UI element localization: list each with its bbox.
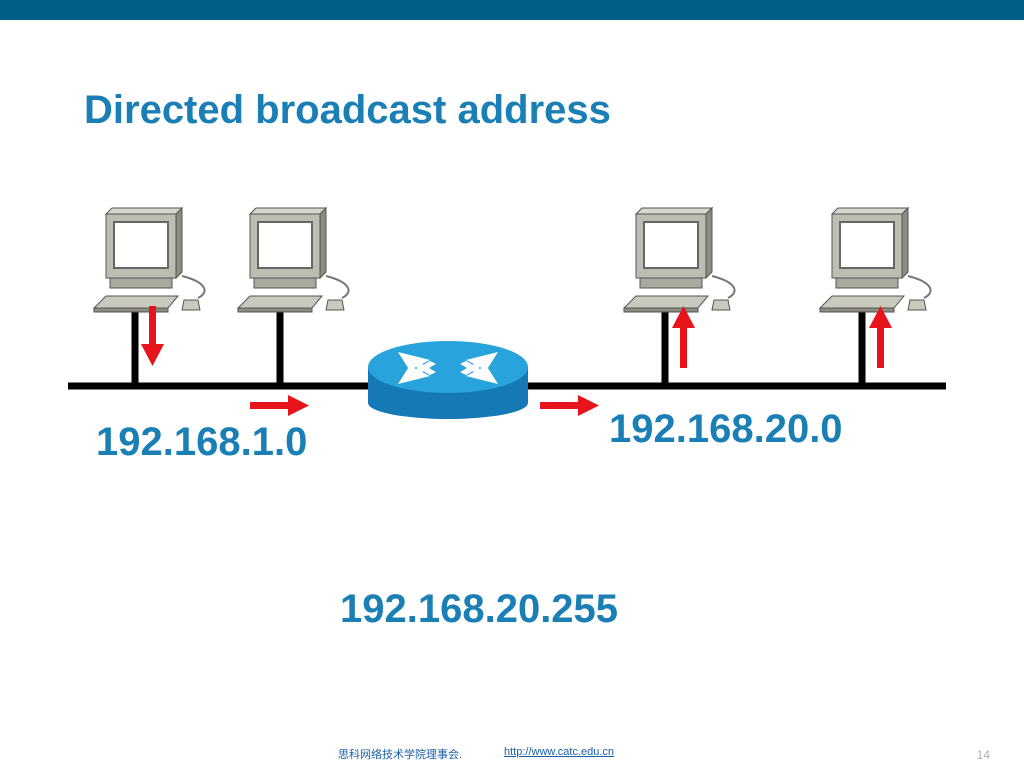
arrow-up-icon bbox=[672, 306, 695, 368]
router-icon bbox=[368, 341, 528, 419]
arrow-right-icon bbox=[250, 395, 309, 416]
network-address-right: 192.168.20.0 bbox=[609, 407, 843, 451]
slide-title: Directed broadcast address bbox=[84, 88, 611, 132]
computer-icon bbox=[623, 207, 736, 313]
page-number: 14 bbox=[976, 748, 990, 762]
computer-icon bbox=[237, 207, 350, 313]
arrow-right-icon bbox=[540, 395, 599, 416]
footer-organization: 思科网络技术学院理事会. bbox=[338, 749, 463, 761]
arrow-down-icon bbox=[141, 306, 164, 366]
arrow-up-icon bbox=[869, 306, 892, 368]
footer-link[interactable]: http://www.catc.edu.cn bbox=[504, 746, 615, 758]
broadcast-address: 192.168.20.255 bbox=[340, 587, 619, 631]
network-address-left: 192.168.1.0 bbox=[96, 420, 308, 464]
computer-icon bbox=[93, 207, 206, 313]
header-bar bbox=[0, 0, 1024, 20]
computer-icon bbox=[819, 207, 932, 313]
